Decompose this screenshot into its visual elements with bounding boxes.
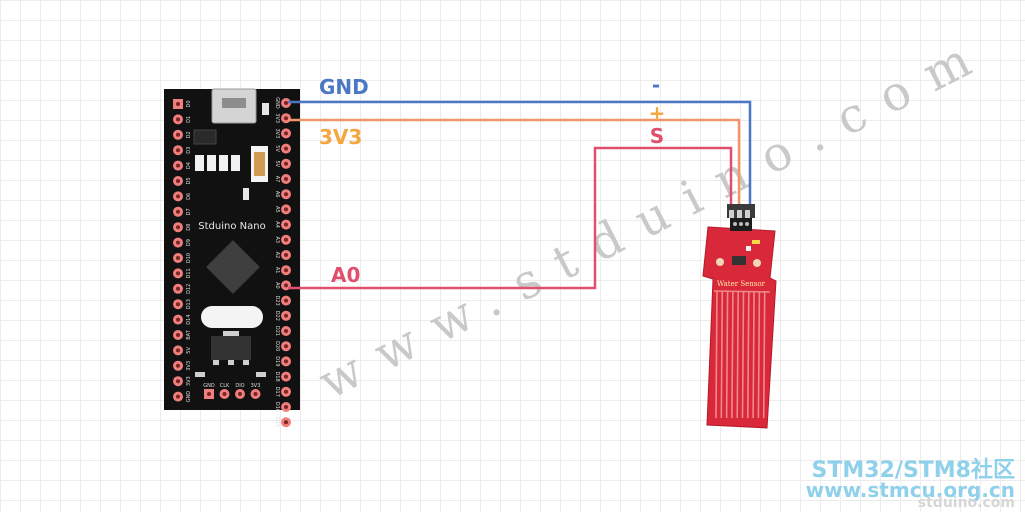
pin-label: D15 — [274, 417, 280, 427]
sensor-label: Water Sensor — [717, 280, 766, 288]
bottom-pin-header: GND CLK DIO 3V3 — [203, 383, 261, 399]
pin-label: D3 — [186, 147, 192, 154]
pin-label: A1 — [274, 267, 280, 274]
pin-label: D18 — [274, 371, 280, 381]
right-pin-header: GND 3V3 3V3 5V 5V A7A6A5A4A3A2A1A0D23D22D21D2… — [274, 97, 291, 427]
pin-label: 3V3 — [186, 376, 192, 386]
watermark-faint: stduino.com — [917, 495, 1015, 511]
pin-label: 5V — [274, 145, 280, 152]
pin-label: D4 — [186, 162, 192, 169]
pin-label: A3 — [274, 236, 280, 243]
pin-label: D23 — [274, 295, 280, 305]
pin-label: A7 — [274, 176, 280, 183]
pin-label: D9 — [186, 239, 192, 246]
small-chip — [193, 129, 217, 145]
pin-label: CLK — [220, 383, 230, 389]
pin-label: D5 — [186, 177, 192, 184]
crystal-oscillator — [201, 306, 263, 328]
pin-label: 3V3 — [274, 129, 280, 139]
pin-label: GND — [186, 391, 192, 403]
pin-label: A5 — [274, 206, 280, 213]
pin-label: GND — [274, 97, 280, 109]
pin-label: D12 — [186, 284, 192, 294]
pin-label: A4 — [274, 221, 280, 228]
pin-label: D13 — [186, 299, 192, 309]
transistor — [732, 256, 746, 265]
pin-label: D7 — [186, 208, 192, 215]
pin-label: A6 — [274, 191, 280, 198]
pin-label: D1 — [186, 116, 192, 123]
led — [262, 103, 269, 115]
sensor-pin-label-plus: + — [649, 101, 666, 125]
watermark-forum-title: STM32/STM8社区 — [811, 458, 1015, 483]
pin-label: D16 — [274, 402, 280, 412]
pin-label: D14 — [186, 314, 192, 324]
pin-label: A2 — [274, 252, 280, 259]
mounting-hole — [753, 259, 761, 267]
stduino-nano-board: Stduino Nano D0D1D2D3D4D5D6D7D8D9D10D11D… — [164, 88, 300, 427]
watermark-forum-url: www.stmcu.org.cn — [805, 478, 1015, 502]
resistor-bank — [195, 155, 240, 171]
pin-label: DIO — [235, 383, 244, 389]
pin-label: 5V — [186, 347, 192, 354]
pin-label: D17 — [274, 387, 280, 397]
pin-label: D0 — [186, 100, 192, 107]
pin-label: GND — [203, 383, 215, 389]
pin-label: D11 — [186, 268, 192, 278]
wire-label-a0: A0 — [331, 263, 360, 287]
water-sensor: Water Sensor — [702, 217, 777, 429]
pin-label: D22 — [274, 311, 280, 321]
pin-label: D19 — [274, 356, 280, 366]
pin-label: 5V — [274, 160, 280, 167]
wire-label-3v3: 3V3 — [319, 125, 362, 149]
board-name: Stduino Nano — [198, 221, 265, 232]
pin-label: D8 — [186, 224, 192, 231]
pin-label: D6 — [186, 193, 192, 200]
pin-label: 3V3 — [274, 113, 280, 123]
pin-label: A0 — [274, 282, 280, 289]
pin-label: D2 — [186, 131, 192, 138]
sensor-pin-label-signal: S — [650, 124, 664, 148]
pin-label: D20 — [274, 341, 280, 351]
smd-component — [243, 188, 249, 200]
pin-label: D10 — [186, 253, 192, 263]
pin-label: D21 — [274, 326, 280, 336]
pin-label: 3V3 — [251, 383, 261, 389]
wire-3v3 — [288, 118, 741, 210]
wire-label-gnd: GND — [319, 75, 369, 99]
sensor-pin-label-minus: - — [652, 73, 660, 97]
main-mcu-chip — [206, 240, 260, 294]
sensor-traces — [713, 290, 771, 419]
reset-button-cap — [254, 152, 265, 176]
pin-label: BAT — [186, 329, 192, 339]
voltage-regulator — [211, 336, 251, 360]
pin-label: 3V3 — [186, 361, 192, 371]
wire-gnd — [288, 100, 752, 210]
wire-a0-signal — [288, 146, 733, 290]
usb-port — [222, 98, 246, 108]
mounting-hole — [716, 258, 724, 266]
